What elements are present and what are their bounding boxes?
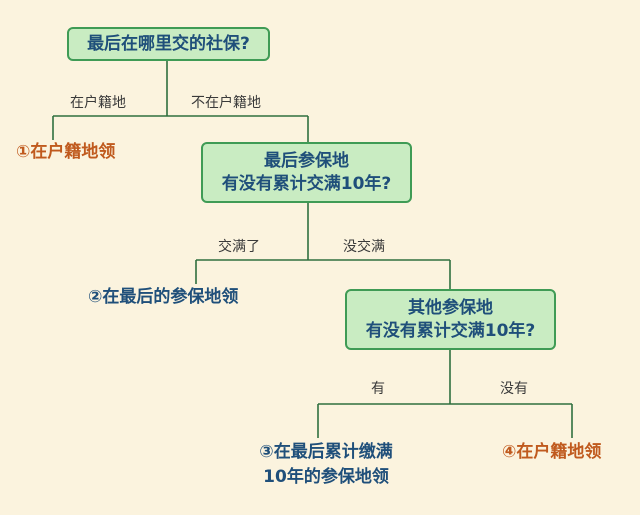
q1-left-branch-label: 在户籍地 (70, 95, 126, 111)
result-1: ①在户籍地领 (16, 142, 116, 162)
q3-left-branch-label: 有 (371, 381, 385, 397)
question-2-line-2: 有没有累计交满10年? (221, 173, 392, 194)
result-3-line-1: ③在最后累计缴满 (259, 442, 393, 462)
result-3: ③在最后累计缴满 10年的参保地领 (238, 440, 414, 490)
q3-right-branch-label: 没有 (500, 381, 528, 397)
q2-right-branch-label: 没交满 (343, 239, 385, 255)
question-3-node: 其他参保地 有没有累计交满10年? (345, 289, 556, 350)
question-1-node: 最后在哪里交的社保? (67, 27, 270, 61)
q1-right-branch-label: 不在户籍地 (191, 95, 261, 111)
question-3-line-1: 其他参保地 (408, 297, 493, 318)
question-2-line-1: 最后参保地 (264, 150, 349, 171)
question-1-text: 最后在哪里交的社保? (87, 33, 250, 54)
result-2: ②在最后的参保地领 (88, 287, 239, 307)
result-3-line-2: 10年的参保地领 (263, 467, 389, 487)
result-4: ④在户籍地领 (502, 442, 602, 462)
question-3-line-2: 有没有累计交满10年? (365, 320, 536, 341)
question-2-node: 最后参保地 有没有累计交满10年? (201, 142, 412, 203)
q2-left-branch-label: 交满了 (218, 239, 260, 255)
